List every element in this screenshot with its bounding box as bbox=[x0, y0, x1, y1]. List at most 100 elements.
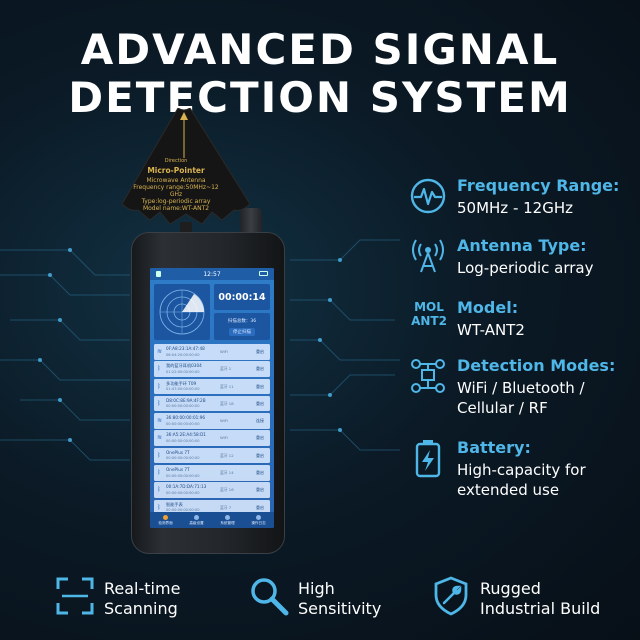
nav-item-label: 高级设置 bbox=[189, 521, 204, 525]
headline-line-2: DETECTION SYSTEM bbox=[68, 73, 572, 122]
feature-sensitivity-line-2: Sensitivity bbox=[298, 599, 382, 618]
device-name: OnePlus 7T bbox=[166, 467, 190, 473]
antenna-line-1: Microwave Antenna bbox=[146, 177, 206, 184]
scan-count: 扫描总数：36 bbox=[227, 319, 257, 324]
stop-scan-button[interactable]: 停止扫描 bbox=[229, 328, 255, 336]
headline-line-1: ADVANCED SIGNAL bbox=[80, 25, 560, 74]
bluetooth-icon: ᛒ bbox=[157, 469, 161, 477]
status-time: 12:57 bbox=[203, 270, 221, 278]
bluetooth-icon: ᛒ bbox=[157, 486, 161, 494]
model-badge-line-2: ANT2 bbox=[411, 314, 447, 328]
device-type: 蓝牙 7 bbox=[220, 504, 232, 510]
scan-icon bbox=[56, 577, 94, 615]
spec-battery-title: Battery: bbox=[457, 438, 531, 457]
model-icon: MOL ANT2 bbox=[408, 300, 450, 328]
menu-icon[interactable] bbox=[156, 271, 161, 277]
row-action-button[interactable]: 重启 bbox=[256, 435, 264, 441]
device-address: 01:47:00:00:00:00 bbox=[166, 387, 200, 392]
nav-item[interactable]: 高级设置 bbox=[189, 515, 204, 525]
feature-scanning-line-1: Real-time bbox=[104, 579, 181, 598]
device-address: 00:00:00:00:00:00 bbox=[166, 438, 200, 443]
bluetooth-icon: ᛒ bbox=[157, 399, 161, 407]
device-screen: 12:57 00:00:14 扫描总数：36 停止扫描 ≋0F:A8:23:1A… bbox=[150, 268, 274, 528]
nav-item-label: 检测界面 bbox=[158, 521, 173, 525]
spec-antenna-value: Log-periodic array bbox=[457, 259, 594, 277]
row-action-button[interactable]: 重启 bbox=[256, 349, 264, 354]
network-icon bbox=[411, 359, 445, 393]
antenna-line-4: Model name:WT-ANT2 bbox=[142, 205, 210, 212]
feature-rugged-line-2: Industrial Build bbox=[480, 599, 601, 618]
feature-scanning-line-2: Scanning bbox=[104, 599, 178, 618]
device-address: 01:22:00:00:00:00 bbox=[166, 369, 200, 374]
spec-battery-value: High-capacity for extended use bbox=[457, 460, 586, 500]
spec-frequency-title: Frequency Range: bbox=[457, 176, 620, 195]
device-name: 智能手表 bbox=[166, 501, 183, 507]
device-type: WiFi bbox=[220, 418, 228, 424]
nav-item-label: 操作日志 bbox=[251, 521, 266, 525]
row-action-button[interactable]: 重启 bbox=[256, 452, 264, 458]
device-name: 多功能手环 T09 bbox=[166, 380, 197, 386]
nav-dot-icon bbox=[256, 515, 261, 520]
device-name: 36:A5:2E:A4:58:D1 bbox=[166, 432, 206, 438]
scan-timer: 00:00:14 bbox=[214, 284, 270, 310]
row-action-button[interactable]: 重启 bbox=[256, 366, 264, 372]
top-panels: 00:00:14 扫描总数：36 停止扫描 bbox=[154, 284, 270, 340]
magnifier-icon bbox=[251, 578, 289, 616]
shield-wrench-icon bbox=[434, 576, 468, 616]
pulse-icon bbox=[410, 178, 446, 214]
device-address: 00:00:00:00:00:00 bbox=[166, 473, 200, 478]
battery-icon bbox=[415, 440, 441, 478]
row-action-button[interactable]: 重启 bbox=[256, 470, 264, 476]
device-address: 00:00:00:00:00:00 bbox=[166, 508, 200, 513]
device-address: 00:00:00:00:00:00 bbox=[166, 456, 200, 461]
radar-panel bbox=[154, 284, 210, 340]
row-action-button[interactable]: 重启 bbox=[256, 504, 264, 510]
status-bar: 12:57 bbox=[150, 268, 274, 280]
spec-antenna-title: Antenna Type: bbox=[457, 236, 587, 255]
antenna-direction: Direction bbox=[164, 158, 188, 164]
device-type: 蓝牙 14 bbox=[220, 470, 234, 476]
device-address: 00:00:00:00:00:00 bbox=[166, 490, 200, 495]
spec-battery-value-line-1: High-capacity for bbox=[457, 461, 586, 479]
bluetooth-icon: ᛒ bbox=[157, 382, 161, 390]
device-address: 00:00:00:00:00:00 bbox=[166, 404, 200, 409]
radar-icon bbox=[159, 289, 205, 335]
antenna-label: Direction Micro-Pointer Microwave Antenn… bbox=[128, 158, 224, 212]
device-name: 我的蓝牙耳机0304 bbox=[166, 363, 202, 369]
bluetooth-icon: ᛒ bbox=[157, 365, 161, 373]
spec-battery-value-line-2: extended use bbox=[457, 481, 560, 499]
wifi-icon: ≋ bbox=[157, 417, 163, 425]
row-action-button[interactable]: 连接 bbox=[256, 418, 264, 424]
row-action-button[interactable]: 重启 bbox=[256, 487, 264, 493]
device-type: WiFi bbox=[220, 435, 228, 441]
wifi-icon: ≋ bbox=[157, 434, 163, 442]
row-action-button[interactable]: 重启 bbox=[256, 383, 264, 389]
feature-sensitivity-line-1: High bbox=[298, 579, 335, 598]
headline: ADVANCED SIGNAL DETECTION SYSTEM bbox=[0, 26, 640, 122]
bottom-nav: 检测界面 高级设置 系统管理 操作日志 bbox=[150, 512, 274, 528]
spec-detection-value-line-2: Cellular / RF bbox=[457, 399, 548, 417]
antenna-line-3: Type:log-periodic array bbox=[141, 198, 211, 205]
nav-item[interactable]: 检测界面 bbox=[158, 515, 173, 525]
nav-item[interactable]: 系统管理 bbox=[220, 515, 235, 525]
device-type: WiFi bbox=[220, 349, 228, 354]
nav-item-label: 系统管理 bbox=[220, 521, 235, 525]
battery-status-icon bbox=[259, 271, 268, 276]
device-type: 蓝牙 1 bbox=[220, 366, 232, 372]
antenna-brand: Micro-Pointer bbox=[147, 166, 205, 175]
row-action-button[interactable]: 重启 bbox=[256, 400, 264, 406]
nav-item[interactable]: 操作日志 bbox=[251, 515, 266, 525]
device-name: 00:1A:7D:DA:71:13 bbox=[166, 484, 207, 490]
device-name: OnePlus 7T bbox=[166, 449, 190, 455]
